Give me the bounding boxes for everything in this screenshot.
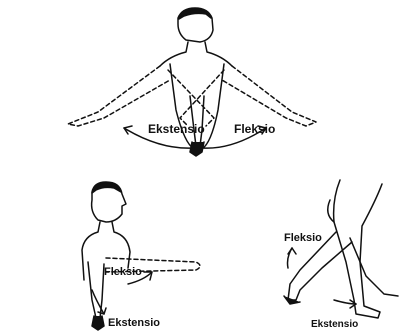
bottom-right-flexion-label: Fleksio — [284, 233, 322, 244]
top-right-arm — [222, 66, 316, 126]
bl-hanging-hand — [92, 316, 104, 330]
top-hand — [190, 142, 204, 156]
top-flexion-label: Fleksio — [234, 123, 275, 135]
br-back-leg — [350, 238, 398, 296]
bottom-left-flexion-label: Fleksio — [104, 267, 142, 278]
bottom-right-figure — [284, 180, 398, 318]
br-standing-leg — [334, 180, 382, 318]
top-extension-label: Ekstensio — [148, 123, 205, 135]
top-left-arm — [68, 66, 170, 126]
top-center-arm — [190, 96, 204, 146]
bottom-right-extension-label: Ekstensio — [311, 320, 358, 330]
bottom-left-figure — [82, 182, 200, 330]
bottom-left-extension-label: Ekstensio — [108, 318, 160, 329]
br-flexion-arrowhead — [288, 248, 296, 254]
